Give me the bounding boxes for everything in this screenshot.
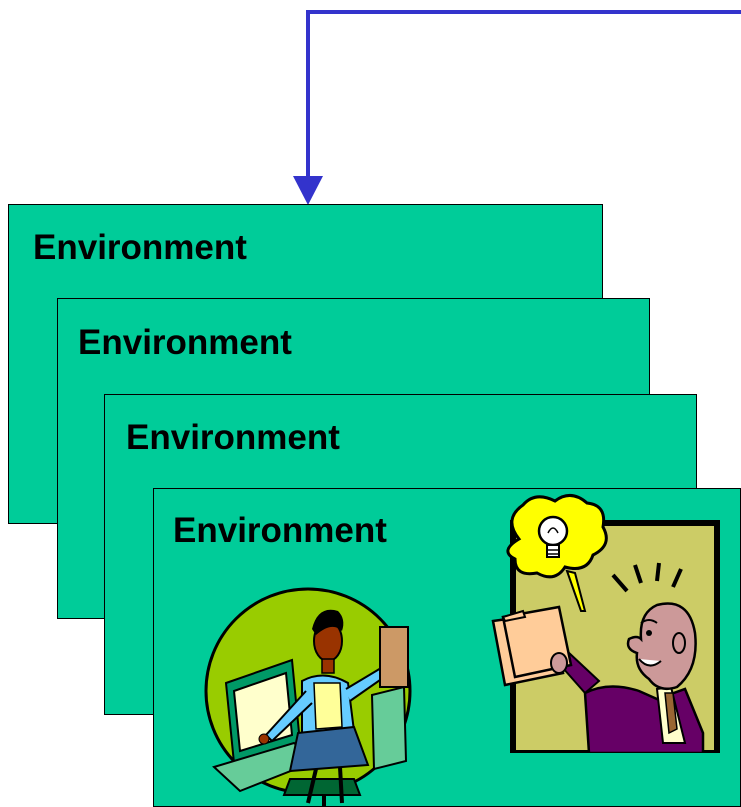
environment-label: Environment — [126, 418, 340, 457]
environment-card-4: Environment — [153, 488, 741, 807]
office-worker-icon — [204, 587, 412, 807]
environment-label: Environment — [33, 228, 247, 267]
lightbulb-icon — [537, 515, 569, 558]
arrowhead-icon — [293, 176, 323, 205]
connector-line — [306, 10, 741, 184]
idea-man-icon — [491, 494, 720, 753]
environment-label: Environment — [78, 323, 292, 362]
environment-label: Environment — [173, 511, 387, 550]
